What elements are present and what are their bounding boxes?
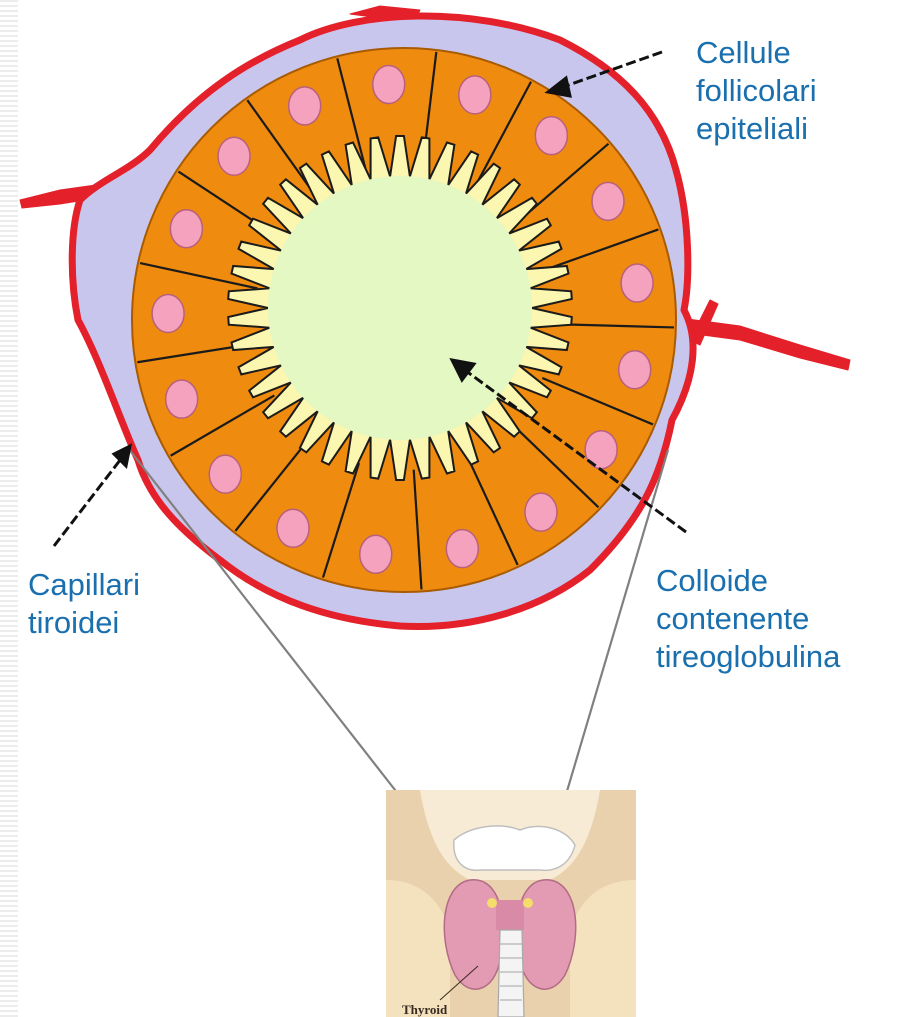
nucleus [277, 509, 309, 547]
nucleus [170, 210, 202, 248]
label-line: contenente [656, 600, 840, 638]
nucleus [152, 294, 184, 332]
label-line: epiteliali [696, 110, 817, 148]
label-line: Capillari [28, 566, 140, 604]
label-line: Cellule [696, 34, 817, 72]
nucleus [218, 137, 250, 175]
nucleus [535, 117, 567, 155]
nucleus [209, 455, 241, 493]
thyroid-caption: Thyroid [402, 1002, 448, 1017]
label-line: tireoglobulina [656, 638, 840, 676]
nucleus [360, 535, 392, 573]
nucleus [525, 493, 557, 531]
nucleus [459, 76, 491, 114]
label-line: Colloide [656, 562, 840, 600]
thyroid-inset: Thyroid [386, 790, 636, 1017]
nucleus [621, 264, 653, 302]
nucleus [289, 87, 321, 125]
nucleus [166, 380, 198, 418]
nucleus [592, 182, 624, 220]
colloid-center [268, 176, 532, 440]
label-line: tiroidei [28, 604, 140, 642]
label-epithelial-follicular-cells: Cellule follicolari epiteliali [696, 34, 817, 148]
arrow-capillari [54, 455, 124, 546]
label-line: follicolari [696, 72, 817, 110]
label-thyroid-capillaries: Capillari tiroidei [28, 566, 140, 642]
nucleus [373, 65, 405, 103]
nucleus [619, 351, 651, 389]
nucleus [446, 530, 478, 568]
label-colloid-thyroglobulin: Colloide contenente tireoglobulina [656, 562, 840, 676]
